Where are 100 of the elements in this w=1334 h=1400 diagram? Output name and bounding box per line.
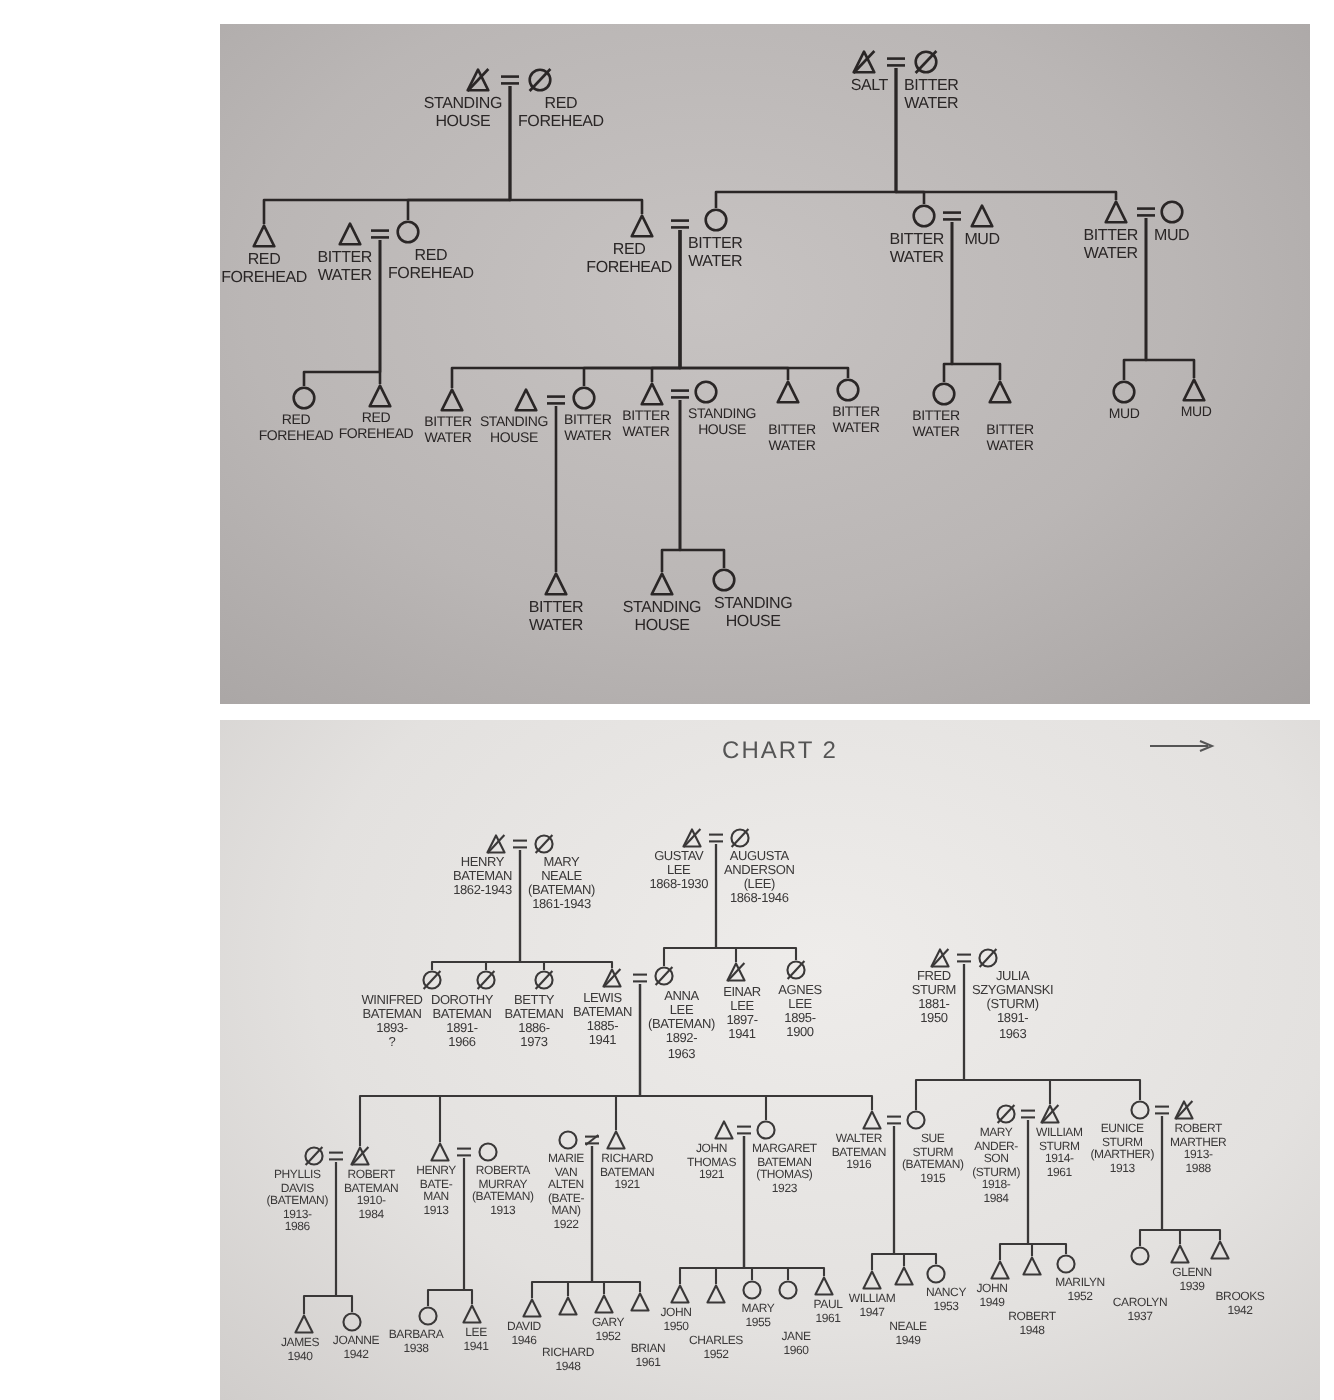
crossed-triangle-icon bbox=[726, 962, 746, 982]
equals-sign-icon bbox=[1020, 1108, 1036, 1120]
clan-label: BITTER WATER bbox=[528, 600, 584, 636]
circle-icon bbox=[712, 568, 736, 592]
triangle-icon bbox=[776, 380, 800, 404]
triangle-icon bbox=[862, 1110, 882, 1130]
descent-line bbox=[892, 1126, 938, 1264]
triangle-icon bbox=[514, 388, 538, 412]
crossed-circle-icon bbox=[978, 948, 998, 968]
clan-label: BITTER WATER bbox=[1083, 228, 1138, 264]
crossed-triangle-icon bbox=[466, 68, 490, 92]
crossed-triangle-icon bbox=[602, 968, 622, 988]
equals-sign-icon bbox=[370, 228, 390, 240]
clan-label: RED FOREHEAD bbox=[221, 252, 307, 288]
triangle-icon bbox=[714, 1120, 734, 1140]
crossed-circle-icon bbox=[730, 828, 750, 848]
clan-label: STANDING HOUSE bbox=[423, 96, 502, 132]
crossed-circle-icon bbox=[996, 1104, 1016, 1124]
circle-icon bbox=[1056, 1254, 1076, 1274]
crossed-triangle-icon bbox=[486, 834, 506, 854]
crossed-circle-icon bbox=[422, 970, 442, 990]
circle-icon bbox=[478, 1142, 498, 1162]
triangle-icon bbox=[1170, 1244, 1190, 1264]
clan-label: RED FOREHEAD bbox=[388, 248, 474, 284]
clan-label: BITTER WATER bbox=[889, 232, 944, 268]
equals-sign-icon bbox=[456, 1146, 472, 1158]
circle-icon bbox=[292, 386, 316, 410]
circle-icon bbox=[906, 1110, 926, 1130]
circle-icon bbox=[342, 1312, 362, 1332]
crossed-triangle-icon bbox=[1040, 1104, 1060, 1124]
triangle-icon bbox=[368, 384, 392, 408]
descent-line bbox=[678, 400, 726, 568]
clan-label: BITTER WATER bbox=[904, 78, 959, 114]
equals-sign-icon bbox=[708, 832, 724, 844]
crossed-circle-icon bbox=[534, 970, 554, 990]
crossed-circle-icon bbox=[786, 960, 806, 980]
clan-label: MUD bbox=[964, 232, 1000, 250]
descent-line bbox=[334, 1162, 354, 1312]
triangle-icon bbox=[630, 214, 654, 238]
triangle-icon bbox=[1182, 378, 1206, 402]
triangle-icon bbox=[640, 382, 664, 406]
equals-sign-icon bbox=[886, 1114, 902, 1126]
triangle-icon bbox=[970, 204, 994, 228]
triangle-icon bbox=[894, 1266, 914, 1286]
descent-line bbox=[554, 406, 558, 572]
clan-label: SALT bbox=[850, 78, 888, 96]
descent-line bbox=[1144, 218, 1196, 378]
clan-label: BITTER WATER bbox=[688, 236, 743, 272]
equals-sign-icon bbox=[956, 952, 972, 964]
circle-icon bbox=[1130, 1100, 1150, 1120]
crossed-triangle-icon bbox=[852, 50, 876, 74]
descent-line bbox=[894, 68, 1118, 200]
circle-icon bbox=[418, 1306, 438, 1326]
equals-sign-icon bbox=[670, 388, 690, 400]
descent-line bbox=[962, 964, 1142, 1100]
triangle-icon bbox=[988, 380, 1012, 404]
clan-label: MUD bbox=[1154, 228, 1190, 246]
triangle-icon bbox=[462, 1304, 482, 1324]
equals-sign-icon bbox=[512, 838, 528, 850]
triangle-icon bbox=[294, 1314, 314, 1334]
descent-line bbox=[950, 222, 1002, 380]
circle-icon bbox=[558, 1130, 578, 1150]
triangle-icon bbox=[706, 1284, 726, 1304]
descent-line bbox=[1026, 1120, 1068, 1254]
crossed-triangle-icon bbox=[350, 1146, 370, 1166]
triangle-icon bbox=[606, 1130, 626, 1150]
triangle-icon bbox=[430, 1142, 450, 1162]
triangle-icon bbox=[990, 1260, 1010, 1280]
crossed-circle-icon bbox=[528, 68, 552, 92]
descent-line bbox=[378, 240, 382, 384]
descent-line bbox=[678, 230, 850, 378]
equals-sign-icon bbox=[670, 218, 690, 230]
crossed-circle-icon bbox=[534, 834, 554, 854]
circle-icon bbox=[932, 382, 956, 406]
clan-label: RED FOREHEAD bbox=[586, 242, 672, 278]
crossed-triangle-icon bbox=[1174, 1100, 1194, 1120]
circle-icon bbox=[396, 220, 420, 244]
clan-label: STANDING HOUSE bbox=[714, 596, 793, 632]
triangle-icon bbox=[1210, 1240, 1230, 1260]
crossed-triangle-icon bbox=[682, 828, 702, 848]
circle-icon bbox=[912, 204, 936, 228]
equals-sign-icon bbox=[546, 394, 566, 406]
clan-label: BITTER WATER bbox=[317, 250, 372, 286]
circle-icon bbox=[1112, 380, 1136, 404]
triangle-icon bbox=[670, 1284, 690, 1304]
equals-sign-icon bbox=[1154, 1104, 1170, 1116]
descent-line bbox=[508, 86, 644, 214]
triangle-icon bbox=[544, 572, 568, 596]
equals-sign-icon bbox=[632, 972, 648, 984]
circle-icon bbox=[742, 1280, 762, 1300]
clan-label: STANDING HOUSE bbox=[622, 600, 702, 636]
circle-icon bbox=[572, 386, 596, 410]
triangle-icon bbox=[252, 224, 276, 248]
crossed-triangle-icon bbox=[930, 948, 950, 968]
triangle-icon bbox=[1104, 200, 1128, 224]
descent-line bbox=[638, 984, 874, 1110]
chart-heading: CHART 2 bbox=[722, 736, 838, 764]
descent-line bbox=[714, 844, 798, 960]
circle-icon bbox=[778, 1280, 798, 1300]
clan-label: RED FOREHEAD bbox=[518, 96, 604, 132]
